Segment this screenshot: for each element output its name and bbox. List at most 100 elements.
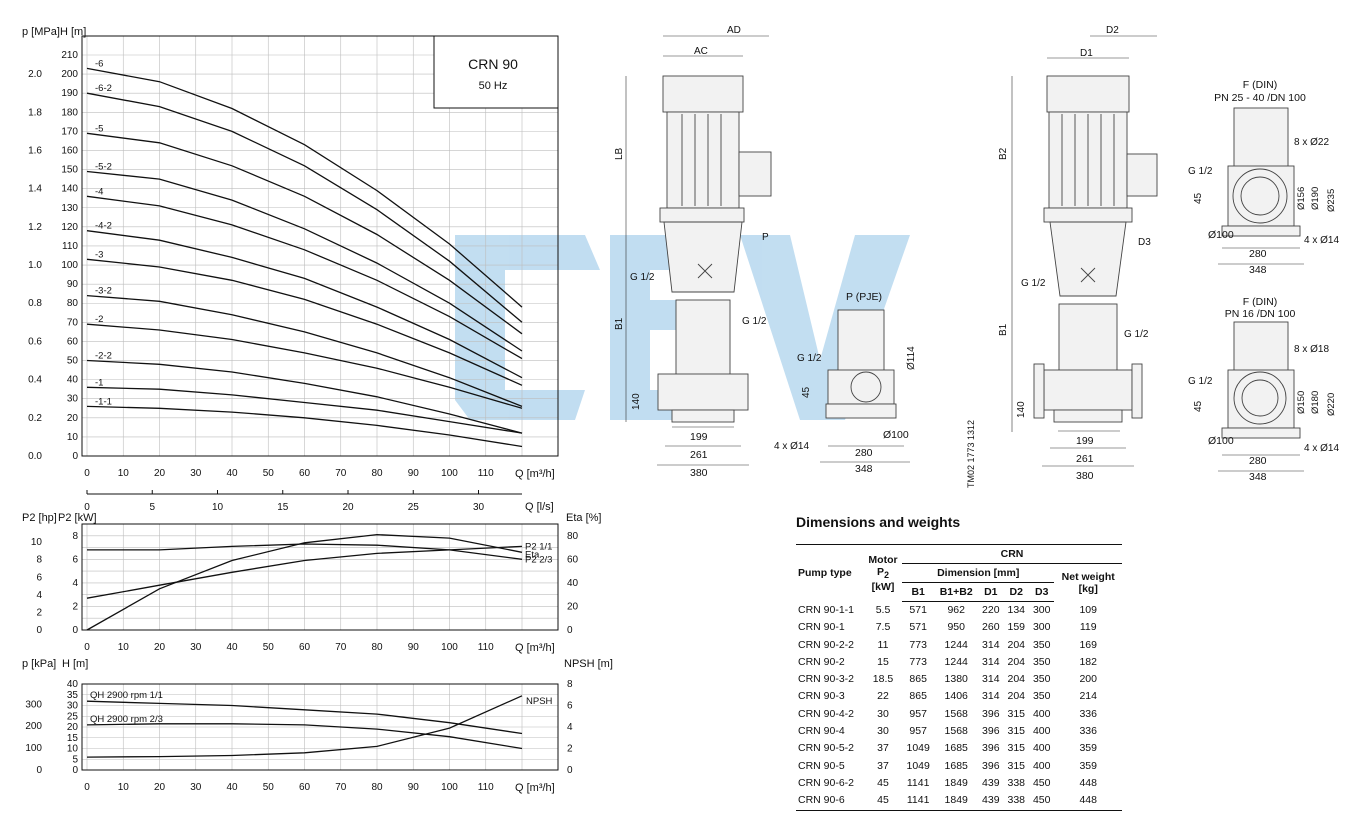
table-cell: 315: [1007, 759, 1026, 772]
dimensions-title: Dimensions and weights: [796, 514, 961, 530]
npsh-ytick-right: 6: [567, 701, 573, 712]
flange-bottom-inner-circle: [1241, 379, 1279, 417]
table-cell: 338: [1003, 792, 1029, 811]
col-b1b2: B1+B2: [934, 582, 979, 602]
motor-body: [666, 111, 740, 209]
table-cell: CRN 90-6: [796, 792, 864, 811]
table-cell: 400: [1032, 725, 1051, 738]
power-xtick: 40: [226, 642, 238, 653]
front-view-drawing: AD AC LB P B1 G 1/2 G 1/2 140 199 261 38…: [614, 25, 772, 479]
power-curve-label: P2 1/1: [525, 541, 552, 552]
table-cell: 1141: [902, 792, 935, 811]
table-cell: 18.5: [872, 673, 894, 686]
npsh-ytick-left: 25: [67, 711, 79, 722]
qh-ytick-right: 180: [61, 107, 78, 118]
col-group-crn: CRN: [902, 544, 1122, 564]
table-cell: 204: [1007, 655, 1026, 668]
pump-base: [657, 373, 749, 411]
table-cell: CRN 90-2: [798, 655, 845, 668]
npsh-ylabel-right: NPSH [m]: [564, 658, 613, 670]
npsh-ytick-left: 5: [72, 754, 78, 765]
flange-bottom-d180: Ø180: [1310, 391, 1321, 414]
npsh-ylabel-left-outer: p [kPa]: [22, 658, 56, 670]
watermark-logo: [455, 235, 910, 420]
power-ytick-right: 40: [567, 578, 579, 589]
secondary-xtick: 20: [342, 502, 354, 513]
qh-ytick-right: 90: [67, 279, 79, 290]
secondary-xtick: 10: [212, 502, 224, 513]
qh-ytick-left: 1.2: [28, 222, 42, 233]
qh-ytick-right: 50: [67, 356, 79, 367]
power-xtick: 70: [335, 642, 347, 653]
table-cell: 1049: [906, 759, 930, 772]
qh-xtick: 0: [84, 468, 90, 479]
table-cell: 1049: [906, 742, 930, 755]
qh-curve-0: [86, 67, 523, 308]
table-cell: 350: [1032, 673, 1051, 686]
flange-bottom-base: [1221, 427, 1301, 439]
qh-xtick: 20: [154, 468, 166, 479]
qh-ytick-right: 200: [61, 69, 78, 80]
flange-top-4x14: 4 x Ø14: [1304, 235, 1339, 246]
pje-label-g12: G 1/2: [797, 353, 822, 364]
table-cell: 7.5: [875, 621, 891, 634]
qh-curve-label: -6: [95, 58, 103, 69]
table-cell: 204: [1007, 690, 1026, 703]
table-cell: 315: [1007, 742, 1026, 755]
table-cell: 950: [947, 621, 965, 634]
qh-curve-label: -3: [95, 249, 103, 260]
qh-chart-subtitle: 50 Hz: [479, 80, 508, 92]
flange-top-d156: Ø156: [1296, 187, 1307, 210]
flange-top-base: [1221, 225, 1301, 237]
table-cell: CRN 90-1: [798, 621, 845, 634]
side-dim-380: 380: [1076, 470, 1094, 482]
qh-curve-label: -1: [95, 377, 103, 388]
power-xtick: 50: [263, 642, 275, 653]
qh-ytick-right: 10: [67, 432, 79, 443]
power-ylabel-left: P2 [kW]: [58, 512, 97, 524]
qh-xtick: 10: [118, 468, 130, 479]
table-cell: 159: [1007, 621, 1026, 634]
col-motor-l3: [kW]: [871, 580, 895, 593]
table-cell: 439: [978, 792, 1004, 811]
front-dim-140: 140: [631, 393, 642, 410]
flange-pn25-drawing: F (DIN) PN 25 - 40 /DN 100 G 1/2 8 x Ø22…: [1188, 79, 1339, 276]
qh-ytick-right: 60: [67, 336, 79, 347]
power-ytick-left: 6: [72, 554, 78, 565]
npsh-curve-1: [86, 723, 523, 750]
side-dim-b1: B1: [998, 323, 1009, 336]
power-ytick-left-outer: 8: [36, 555, 42, 566]
table-cell: 400: [1032, 759, 1051, 772]
side-dim-d1: D1: [1080, 48, 1093, 59]
side-pump-base: [1043, 369, 1133, 411]
npsh-xlabel: Q [m³/h]: [515, 782, 555, 794]
table-cell: 1849: [934, 792, 979, 811]
npsh-xtick: 20: [154, 782, 166, 793]
qh-ytick-left: 0.2: [28, 413, 42, 424]
qh-ylabel-left: p [MPa]: [22, 26, 60, 38]
front-dim-lb: LB: [614, 147, 625, 160]
npsh-ytick-left: 0: [72, 765, 78, 776]
qh-title-box: [433, 35, 559, 109]
qh-xtick: 110: [478, 468, 494, 479]
npsh-ytick-right: 8: [567, 679, 573, 690]
flange-bottom-4x14: 4 x Ø14: [1304, 443, 1339, 454]
table-header-row: B1 B1+B2 D1 D2 D3: [796, 582, 1122, 602]
front-dim-380: 380: [690, 467, 708, 479]
flange-top-d190: Ø190: [1310, 187, 1321, 210]
npsh-xtick: 70: [335, 782, 347, 793]
qh-curve-2: [86, 132, 523, 335]
motor-fins: [681, 114, 722, 206]
pje-base: [825, 403, 897, 419]
side-motor-stool: [1043, 207, 1133, 223]
table-cell: 109: [1079, 603, 1097, 616]
qh-series-labels: -6-6-2-5-5-2-4-4-2-3-3-2-2-2-2-1-1-1: [95, 58, 112, 407]
